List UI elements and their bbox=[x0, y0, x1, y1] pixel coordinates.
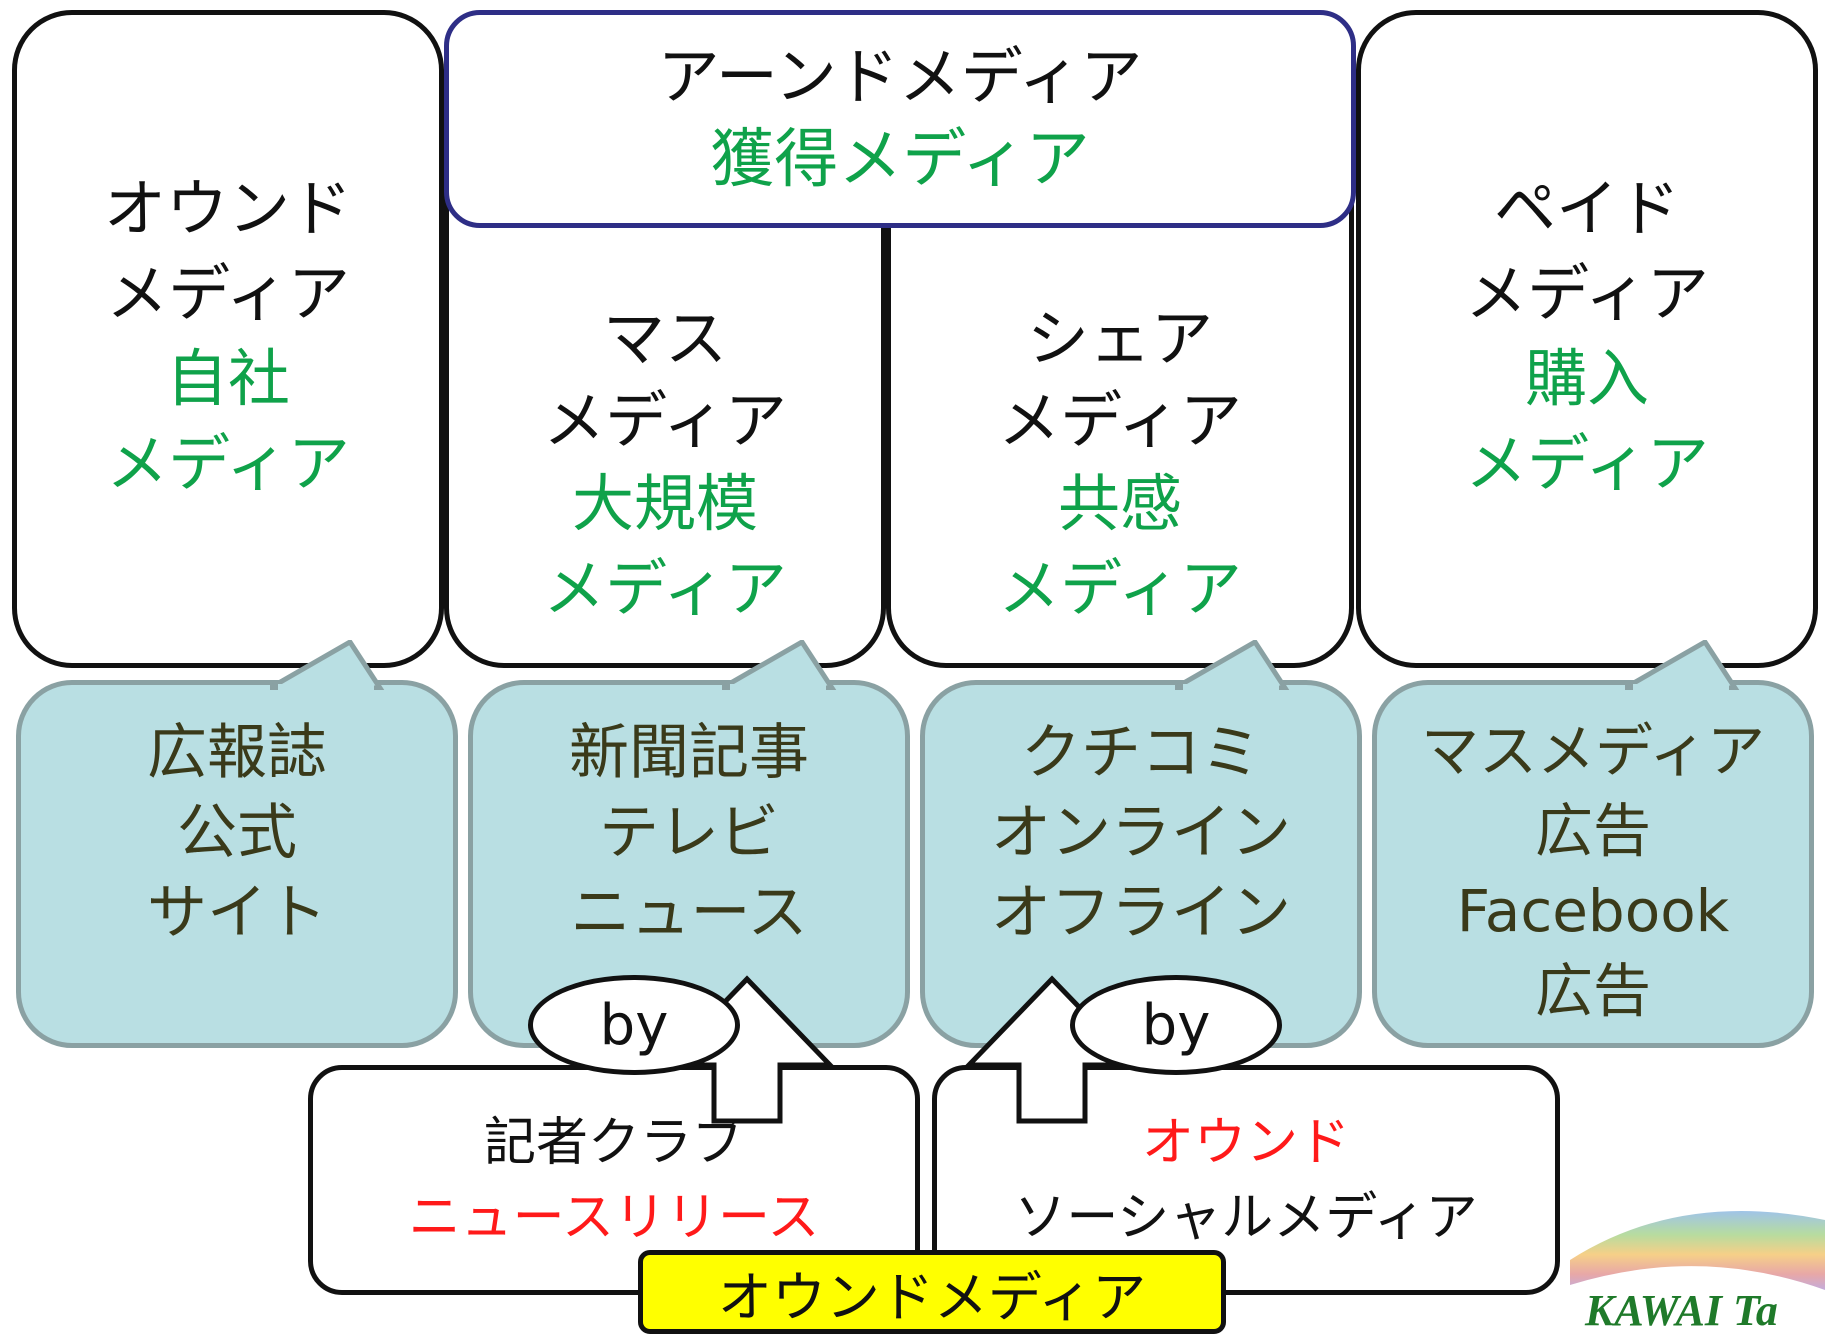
bubble-tail-icon bbox=[1175, 640, 1290, 690]
share-media-title-line2: メディア bbox=[998, 384, 1242, 457]
paid-examples-bubble: マスメディア 広告 Facebook 広告 bbox=[1372, 680, 1814, 1048]
press-source-line1: 記者クラブ bbox=[483, 1113, 744, 1173]
share-media-title-line1: シェア bbox=[1026, 302, 1213, 375]
owned-media-title-line1: オウンド bbox=[103, 172, 352, 245]
mass-media-jp-line1: 大規模 bbox=[571, 467, 758, 540]
mass-media-title-line2: メディア bbox=[543, 384, 787, 457]
owned-media-jp-line2: メディア bbox=[106, 427, 350, 500]
paid-media-jp-line1: 購入 bbox=[1524, 342, 1649, 415]
bubble-line: オフライン bbox=[991, 878, 1291, 948]
logo-swoosh-icon bbox=[1570, 1211, 1825, 1290]
bubble-line: クチコミ bbox=[1021, 718, 1261, 788]
social-source-line1: オウンド bbox=[1141, 1113, 1350, 1173]
bubble-line: サイト bbox=[147, 878, 327, 948]
bubble-line: 広告 bbox=[1534, 797, 1651, 865]
bubble-line: 公式 bbox=[177, 798, 297, 868]
bubble-line: 広告 bbox=[1534, 957, 1651, 1025]
earned-media-jp: 獲得メディア bbox=[710, 123, 1090, 197]
bubble-tail-icon bbox=[1625, 640, 1740, 690]
by-label-left: by bbox=[528, 975, 740, 1075]
paid-media-title-line2: メディア bbox=[1465, 257, 1709, 330]
bubble-line: Facebook bbox=[1456, 877, 1730, 945]
earned-media-title: アーンドメディア bbox=[657, 40, 1143, 113]
press-source-line2: ニュースリリース bbox=[408, 1188, 820, 1248]
owned-media-card: オウンド メディア 自社 メディア bbox=[12, 10, 444, 668]
bubble-tail-icon bbox=[270, 640, 385, 690]
paid-media-title-line1: ペイド bbox=[1493, 172, 1680, 245]
press-source-box: 記者クラブ ニュースリリース bbox=[308, 1065, 920, 1295]
share-media-jp-line1: 共感 bbox=[1057, 467, 1182, 540]
bubble-line: 広報誌 bbox=[147, 718, 327, 788]
bubble-tail-icon bbox=[722, 640, 837, 690]
owned-media-jp-line1: 自社 bbox=[165, 342, 290, 415]
bubble-line: オンライン bbox=[991, 798, 1291, 868]
social-source-line2: ソーシャルメディア bbox=[1014, 1188, 1478, 1248]
mass-media-title-line1: マス bbox=[602, 302, 727, 375]
paid-media-card: ペイド メディア 購入 メディア bbox=[1356, 10, 1818, 668]
owned-media-banner: オウンドメディア bbox=[638, 1250, 1226, 1334]
bubble-line: マスメディア bbox=[1421, 717, 1765, 785]
by-label-right: by bbox=[1070, 975, 1282, 1075]
paid-media-jp-line2: メディア bbox=[1465, 427, 1709, 500]
share-media-jp-line2: メディア bbox=[998, 552, 1242, 625]
owned-media-title-line2: メディア bbox=[106, 257, 350, 330]
earned-media-header: アーンドメディア 獲得メディア bbox=[444, 10, 1356, 228]
bubble-line: ニュース bbox=[570, 878, 808, 948]
owned-examples-bubble: 広報誌 公式 サイト bbox=[16, 680, 458, 1048]
mass-media-jp-line2: メディア bbox=[543, 552, 787, 625]
bubble-line: テレビ bbox=[599, 798, 779, 868]
bubble-line: 新聞記事 bbox=[569, 718, 809, 788]
logo-text: KAWAI Ta bbox=[1585, 1286, 1778, 1335]
